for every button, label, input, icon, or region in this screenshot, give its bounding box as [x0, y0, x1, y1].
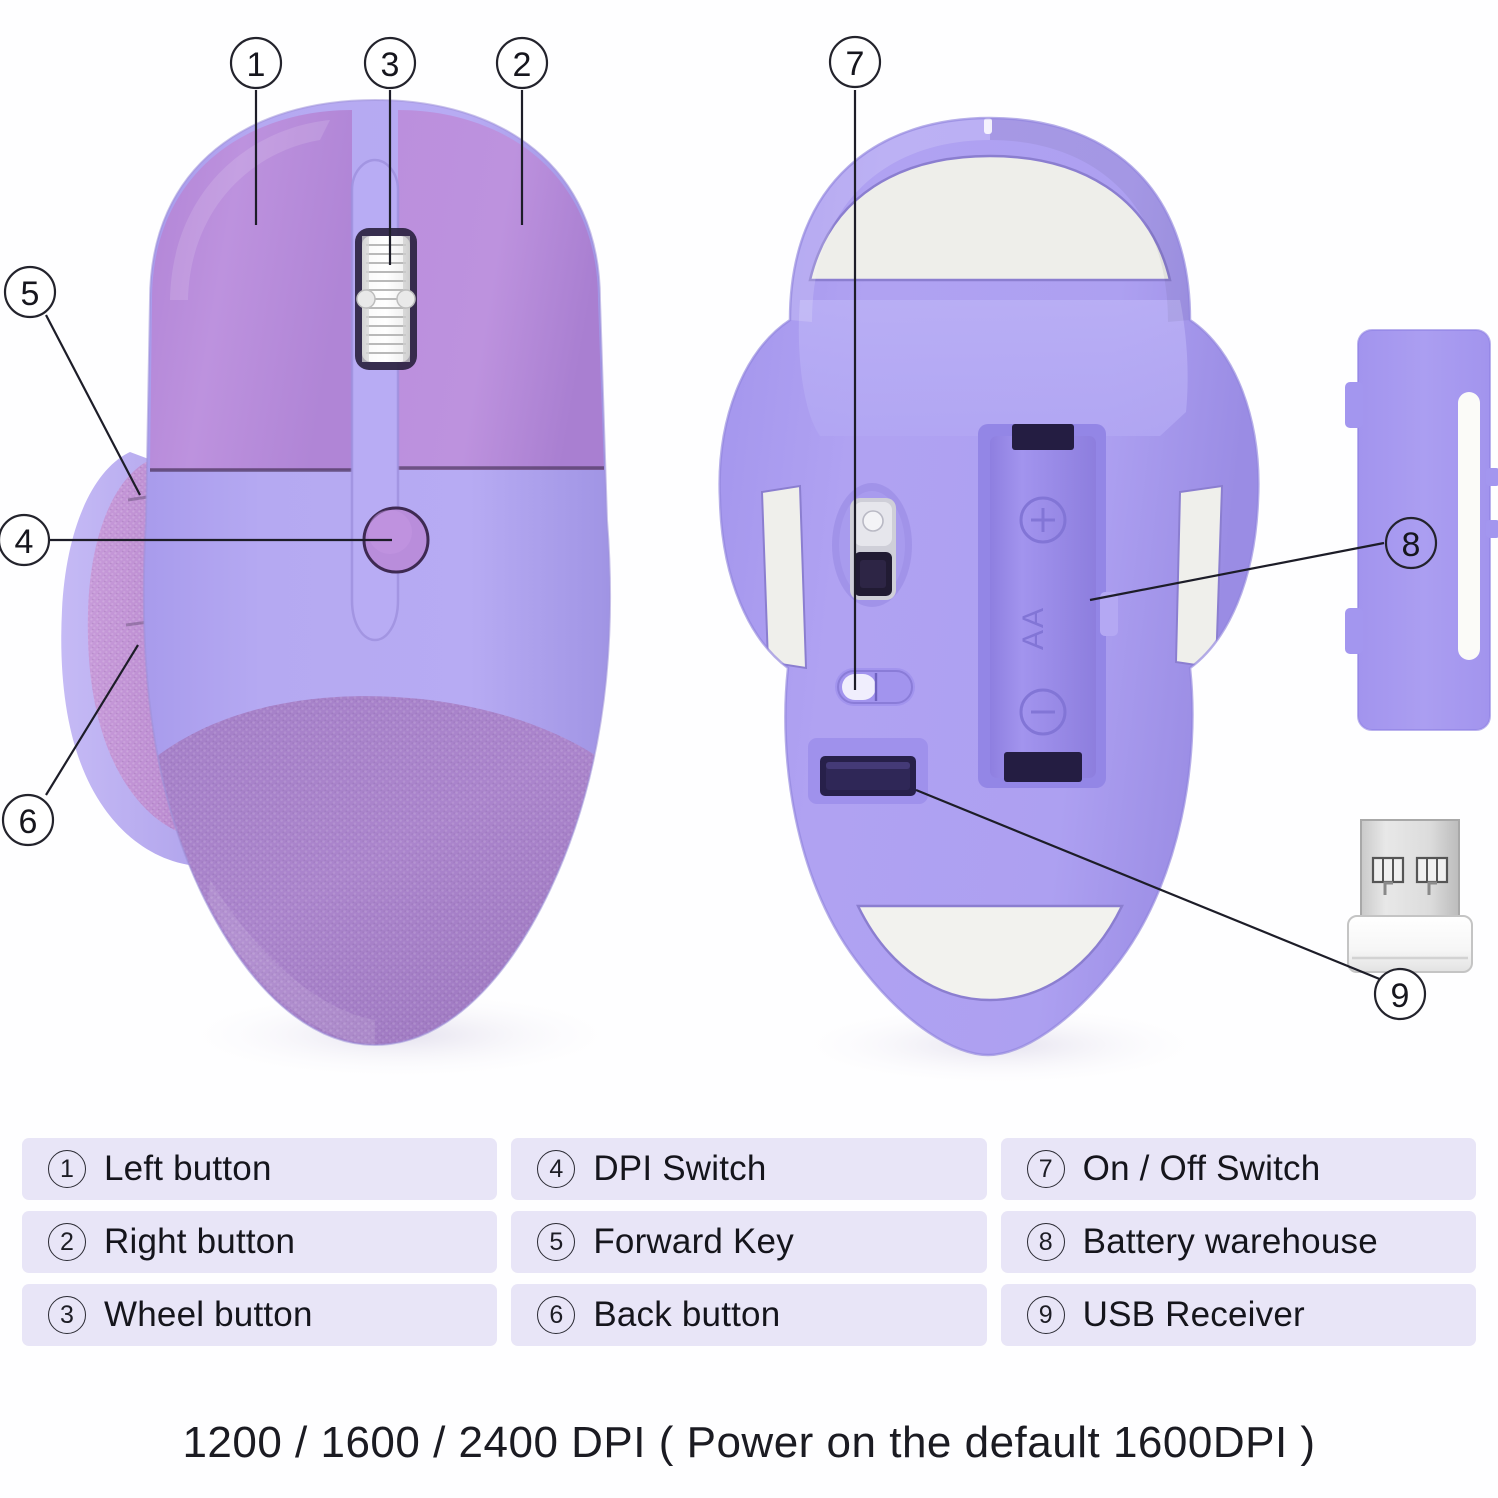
bottom-inner-plate — [798, 300, 1188, 436]
svg-text:3: 3 — [381, 46, 400, 84]
leader-6 — [45, 644, 139, 796]
legend-number: 4 — [537, 1150, 576, 1188]
mouse-top-view — [61, 98, 612, 1047]
scroll-wheel — [356, 236, 416, 362]
legend-label: Back button — [593, 1295, 781, 1334]
callout-8: 8 — [1384, 516, 1438, 570]
usb-storage-slot — [808, 738, 928, 804]
foot-pad-bottom — [856, 904, 1124, 1002]
cover-slot — [1458, 392, 1480, 660]
legend-number: 5 — [537, 1223, 576, 1261]
legend-item-left-button: 1 Left button — [22, 1138, 498, 1200]
callout-7: 7 — [828, 35, 882, 89]
usb-body — [1347, 915, 1473, 973]
svg-text:6: 6 — [19, 803, 38, 841]
dpi-caption: 1200 / 1600 / 2400 DPI ( Power on the de… — [182, 1418, 1316, 1467]
callout-5: 5 — [3, 265, 57, 319]
mouse-bottom-view: AA — [718, 116, 1260, 1057]
svg-text:7: 7 — [846, 45, 865, 83]
cover-tab-top-right — [1486, 468, 1498, 486]
legend-number: 8 — [1026, 1223, 1065, 1261]
legend-item-on-off-switch: 7 On / Off Switch — [1000, 1138, 1476, 1200]
mouse-diagram: AA — [0, 35, 1498, 1087]
legend-grid: 1 Left button 4 DPI Switch 7 On / Off Sw… — [22, 1138, 1476, 1346]
callout-9: 9 — [1373, 967, 1427, 1021]
foot-pad-left — [760, 484, 808, 670]
legend-number: 3 — [48, 1296, 86, 1334]
foot-pad-right — [1174, 484, 1224, 670]
svg-text:9: 9 — [1391, 977, 1410, 1015]
cover-tab-bottom-right — [1486, 520, 1498, 538]
legend-item-back-button: 6 Back button — [511, 1284, 987, 1346]
legend-number: 6 — [537, 1296, 576, 1334]
battery-cover — [1345, 329, 1498, 731]
foot-pad-top — [808, 154, 1172, 282]
svg-text:5: 5 — [21, 275, 40, 313]
usb-receiver — [1347, 819, 1473, 973]
legend-item-battery-warehouse: 8 Battery warehouse — [1000, 1211, 1476, 1273]
battery-bay: AA — [978, 424, 1118, 788]
callout-leaders — [45, 90, 1385, 982]
legend-label: Battery warehouse — [1082, 1222, 1378, 1261]
legend-item-forward-key: 5 Forward Key — [511, 1211, 987, 1273]
svg-text:1: 1 — [247, 46, 266, 84]
cover-tab-bottom-left — [1345, 608, 1363, 654]
callout-3: 3 — [363, 36, 417, 90]
callout-4: 4 — [0, 513, 51, 567]
svg-text:AA: AA — [1017, 606, 1050, 650]
leader-5 — [45, 314, 141, 496]
legend-label: Wheel button — [104, 1295, 313, 1334]
cover-tab-top-left — [1345, 382, 1363, 428]
left-button — [150, 110, 352, 470]
legend-number: 9 — [1026, 1296, 1065, 1334]
legend-label: Left button — [104, 1149, 272, 1188]
callout-2: 2 — [495, 36, 549, 90]
callout-6: 6 — [1, 793, 55, 847]
svg-text:2: 2 — [513, 46, 532, 84]
legend-label: DPI Switch — [593, 1149, 767, 1188]
right-button — [398, 110, 604, 470]
svg-text:8: 8 — [1402, 526, 1421, 564]
on-off-switch — [835, 668, 915, 706]
legend-number: 2 — [48, 1223, 86, 1261]
svg-text:4: 4 — [15, 523, 34, 561]
legend-label: Forward Key — [593, 1222, 794, 1261]
optical-sensor — [850, 498, 896, 600]
legend-number: 1 — [48, 1150, 86, 1188]
leader-8 — [1089, 541, 1385, 602]
callout-markers: 1 3 2 5 4 — [0, 35, 1438, 1021]
legend-label: Right button — [104, 1222, 296, 1261]
callout-1: 1 — [229, 36, 283, 90]
legend-item-wheel-button: 3 Wheel button — [22, 1284, 498, 1346]
legend-number: 7 — [1026, 1150, 1065, 1188]
legend-label: On / Off Switch — [1082, 1149, 1321, 1188]
legend-item-usb-receiver: 9 USB Receiver — [1000, 1284, 1476, 1346]
legend-item-right-button: 2 Right button — [22, 1211, 498, 1273]
legend-label: USB Receiver — [1082, 1295, 1305, 1334]
leader-9 — [915, 788, 1383, 982]
legend-item-dpi-switch: 4 DPI Switch — [511, 1138, 987, 1200]
